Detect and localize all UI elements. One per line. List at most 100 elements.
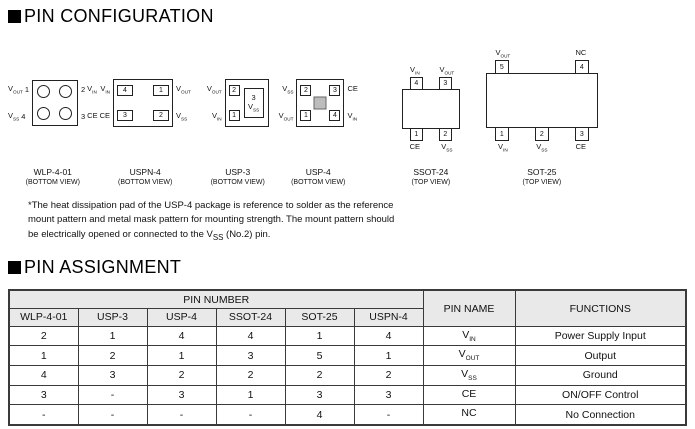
pin-number-cell: 4 [146, 325, 217, 347]
pin-number-cell: 1 [146, 345, 217, 366]
ssot-24-diagram: VIN VOUT 4 3 1 2 CE VSS [401, 64, 460, 154]
pin-label: VOUT [8, 83, 23, 95]
pin-label: VSS [282, 83, 294, 95]
pin-number-cell: 2 [353, 364, 424, 386]
pin-box: 3 [329, 84, 341, 96]
wlp-right-labels: 2 VIN 3 CE [81, 79, 98, 127]
pin-number-cell: 5 [284, 345, 355, 366]
table-row-ce: 3 - 3 1 3 3 CE ON/OFF Control [8, 384, 687, 406]
pin-number-cell: 1 [77, 325, 148, 347]
package-ssot-24: VIN VOUT 4 3 1 2 CE VSS SSOT-24 [401, 27, 460, 187]
usp4-left-labels: VSS VOUT [279, 79, 294, 127]
package-name: WLP-4-01 [33, 166, 72, 177]
pin-label: VOUT [439, 64, 455, 76]
usp-4-diagram: VSS VOUT 2 1 3 4 CE VIN [279, 78, 358, 127]
pin-name-cell: VOUT [422, 345, 516, 366]
sot-top-pins: 5 4 [486, 59, 598, 74]
usp-3-diagram: VOUT VIN 2 1 3 VSS [207, 78, 269, 127]
pin-number-cell: - [77, 384, 148, 406]
pin-box: 2 [300, 84, 312, 96]
pin-label: VIN [498, 141, 508, 153]
heat-pad-note: *The heat dissipation pad of the USP-4 p… [28, 199, 687, 243]
package-column-header: USP-4 [146, 307, 217, 327]
pin-number-cell: 2 [215, 364, 286, 386]
uspn-chip-outline: 4 1 3 2 [113, 78, 173, 127]
wlp-pin-2: 2 VIN [81, 84, 98, 95]
pin-number: 3 [80, 111, 86, 121]
note-line-3: be electrically opened or connected to t… [28, 228, 271, 242]
pin-number-cell: - [353, 404, 424, 426]
package-sot-25: VOUT NC 5 4 1 2 3 VIN VSS CE [485, 27, 598, 187]
pin-box: 2 [438, 127, 452, 141]
pin-box: 2 [534, 126, 549, 141]
wlp-chip-outline [31, 79, 78, 126]
pin-number-cell: - [8, 404, 79, 426]
package-usp-4: VSS VOUT 2 1 3 4 CE VIN USP-4 (BOTTOM VI… [279, 27, 358, 187]
package-name: SSOT-24 [413, 166, 449, 177]
pin-box: 1 [153, 84, 169, 96]
usp4-right-labels: CE VIN [347, 79, 357, 127]
pin-label: CE [575, 141, 587, 151]
pin-box: 3 [117, 109, 133, 121]
pad-label: VSS [248, 101, 260, 113]
pin-number-cell: 3 [77, 364, 148, 386]
pin-number-cell: 1 [353, 345, 424, 366]
pin-number-cell: 3 [146, 384, 217, 406]
pin-number-cell: - [146, 404, 217, 426]
square-bullet-icon [8, 10, 21, 23]
pin-name-cell: CE [422, 384, 516, 406]
pin-box: 5 [494, 59, 509, 74]
pin-configuration-heading: PIN CONFIGURATION [8, 6, 687, 27]
pin-label: VOUT [206, 83, 222, 95]
sot-bottom-labels: VIN VSS CE [486, 142, 598, 153]
solder-ball [59, 107, 73, 121]
pin-number-cell: 2 [284, 364, 355, 386]
pin-number-cell: 3 [8, 384, 79, 406]
pin-box: 3 [574, 126, 589, 141]
pin-label: VOUT [495, 47, 511, 59]
pin-assignment-table: PIN NUMBER PIN NAME FUNCTIONS WLP-4-01 U… [8, 289, 687, 426]
heat-dissipation-pad [313, 96, 327, 110]
table-row-nc: - - - - 4 - NC No Connection [8, 404, 687, 426]
pin-label: VSS [176, 110, 188, 122]
wlp-4-01-diagram: VOUT 1 VSS 4 [8, 79, 98, 127]
pin-number-cell: - [215, 404, 286, 426]
pin-label: NC [575, 47, 587, 57]
pin-box: 2 [153, 109, 169, 121]
table-row-vss: 4 3 2 2 2 2 VSS Ground [8, 364, 687, 386]
pin-number-cell: 4 [353, 325, 424, 347]
package-uspn-4: VIN CE 4 1 3 2 VOUT VSS USPN-4 (BOTTOM V… [100, 27, 191, 187]
sot-25-diagram: VOUT NC 5 4 1 2 3 VIN VSS CE [485, 47, 598, 154]
pin-name-header: PIN NAME [422, 289, 516, 327]
pin-box: 4 [329, 109, 341, 121]
pin-label: VSS [536, 141, 548, 153]
pin-number-cell: 2 [77, 345, 148, 366]
pin-name-cell: VIN [422, 325, 516, 347]
table-row-vout: 1 2 1 3 5 1 VOUT Output [8, 345, 687, 366]
package-column-header: USPN-4 [353, 307, 424, 327]
wlp-pin-1: VOUT 1 [8, 84, 29, 95]
package-diagrams-row: VOUT 1 VSS 4 [8, 27, 687, 187]
pin-number-cell: 1 [8, 345, 79, 366]
package-view: (BOTTOM VIEW) [291, 178, 346, 186]
uspn-right-labels: VOUT VSS [176, 79, 191, 127]
pin-assignment-title: PIN ASSIGNMENT [24, 257, 182, 278]
pin-name-cell: VSS [422, 364, 516, 386]
package-caption: SOT-25 (TOP VIEW) [523, 167, 562, 187]
usp3-left-labels: VOUT VIN [207, 79, 222, 127]
package-view: (TOP VIEW) [411, 178, 451, 186]
package-column-header: WLP-4-01 [8, 307, 79, 327]
pin-box: 1 [228, 109, 240, 121]
sot-top-labels: VOUT NC [486, 48, 598, 59]
pin-number-cell: 3 [353, 384, 424, 406]
table-row-vin: 2 1 4 4 1 4 VIN Power Supply Input [8, 325, 687, 347]
uspn-left-labels: VIN CE [100, 79, 110, 127]
wlp-pin-3: 3 CE [81, 111, 98, 122]
pin-label: VIN [100, 83, 110, 95]
pin-assignment-heading: PIN ASSIGNMENT [8, 257, 687, 278]
pin-label: VSS [441, 141, 453, 153]
package-column-header: SOT-25 [284, 307, 355, 327]
pin-number-cell: 2 [8, 325, 79, 347]
package-view: (TOP VIEW) [522, 178, 562, 186]
package-wlp-4-01: VOUT 1 VSS 4 [8, 27, 98, 187]
